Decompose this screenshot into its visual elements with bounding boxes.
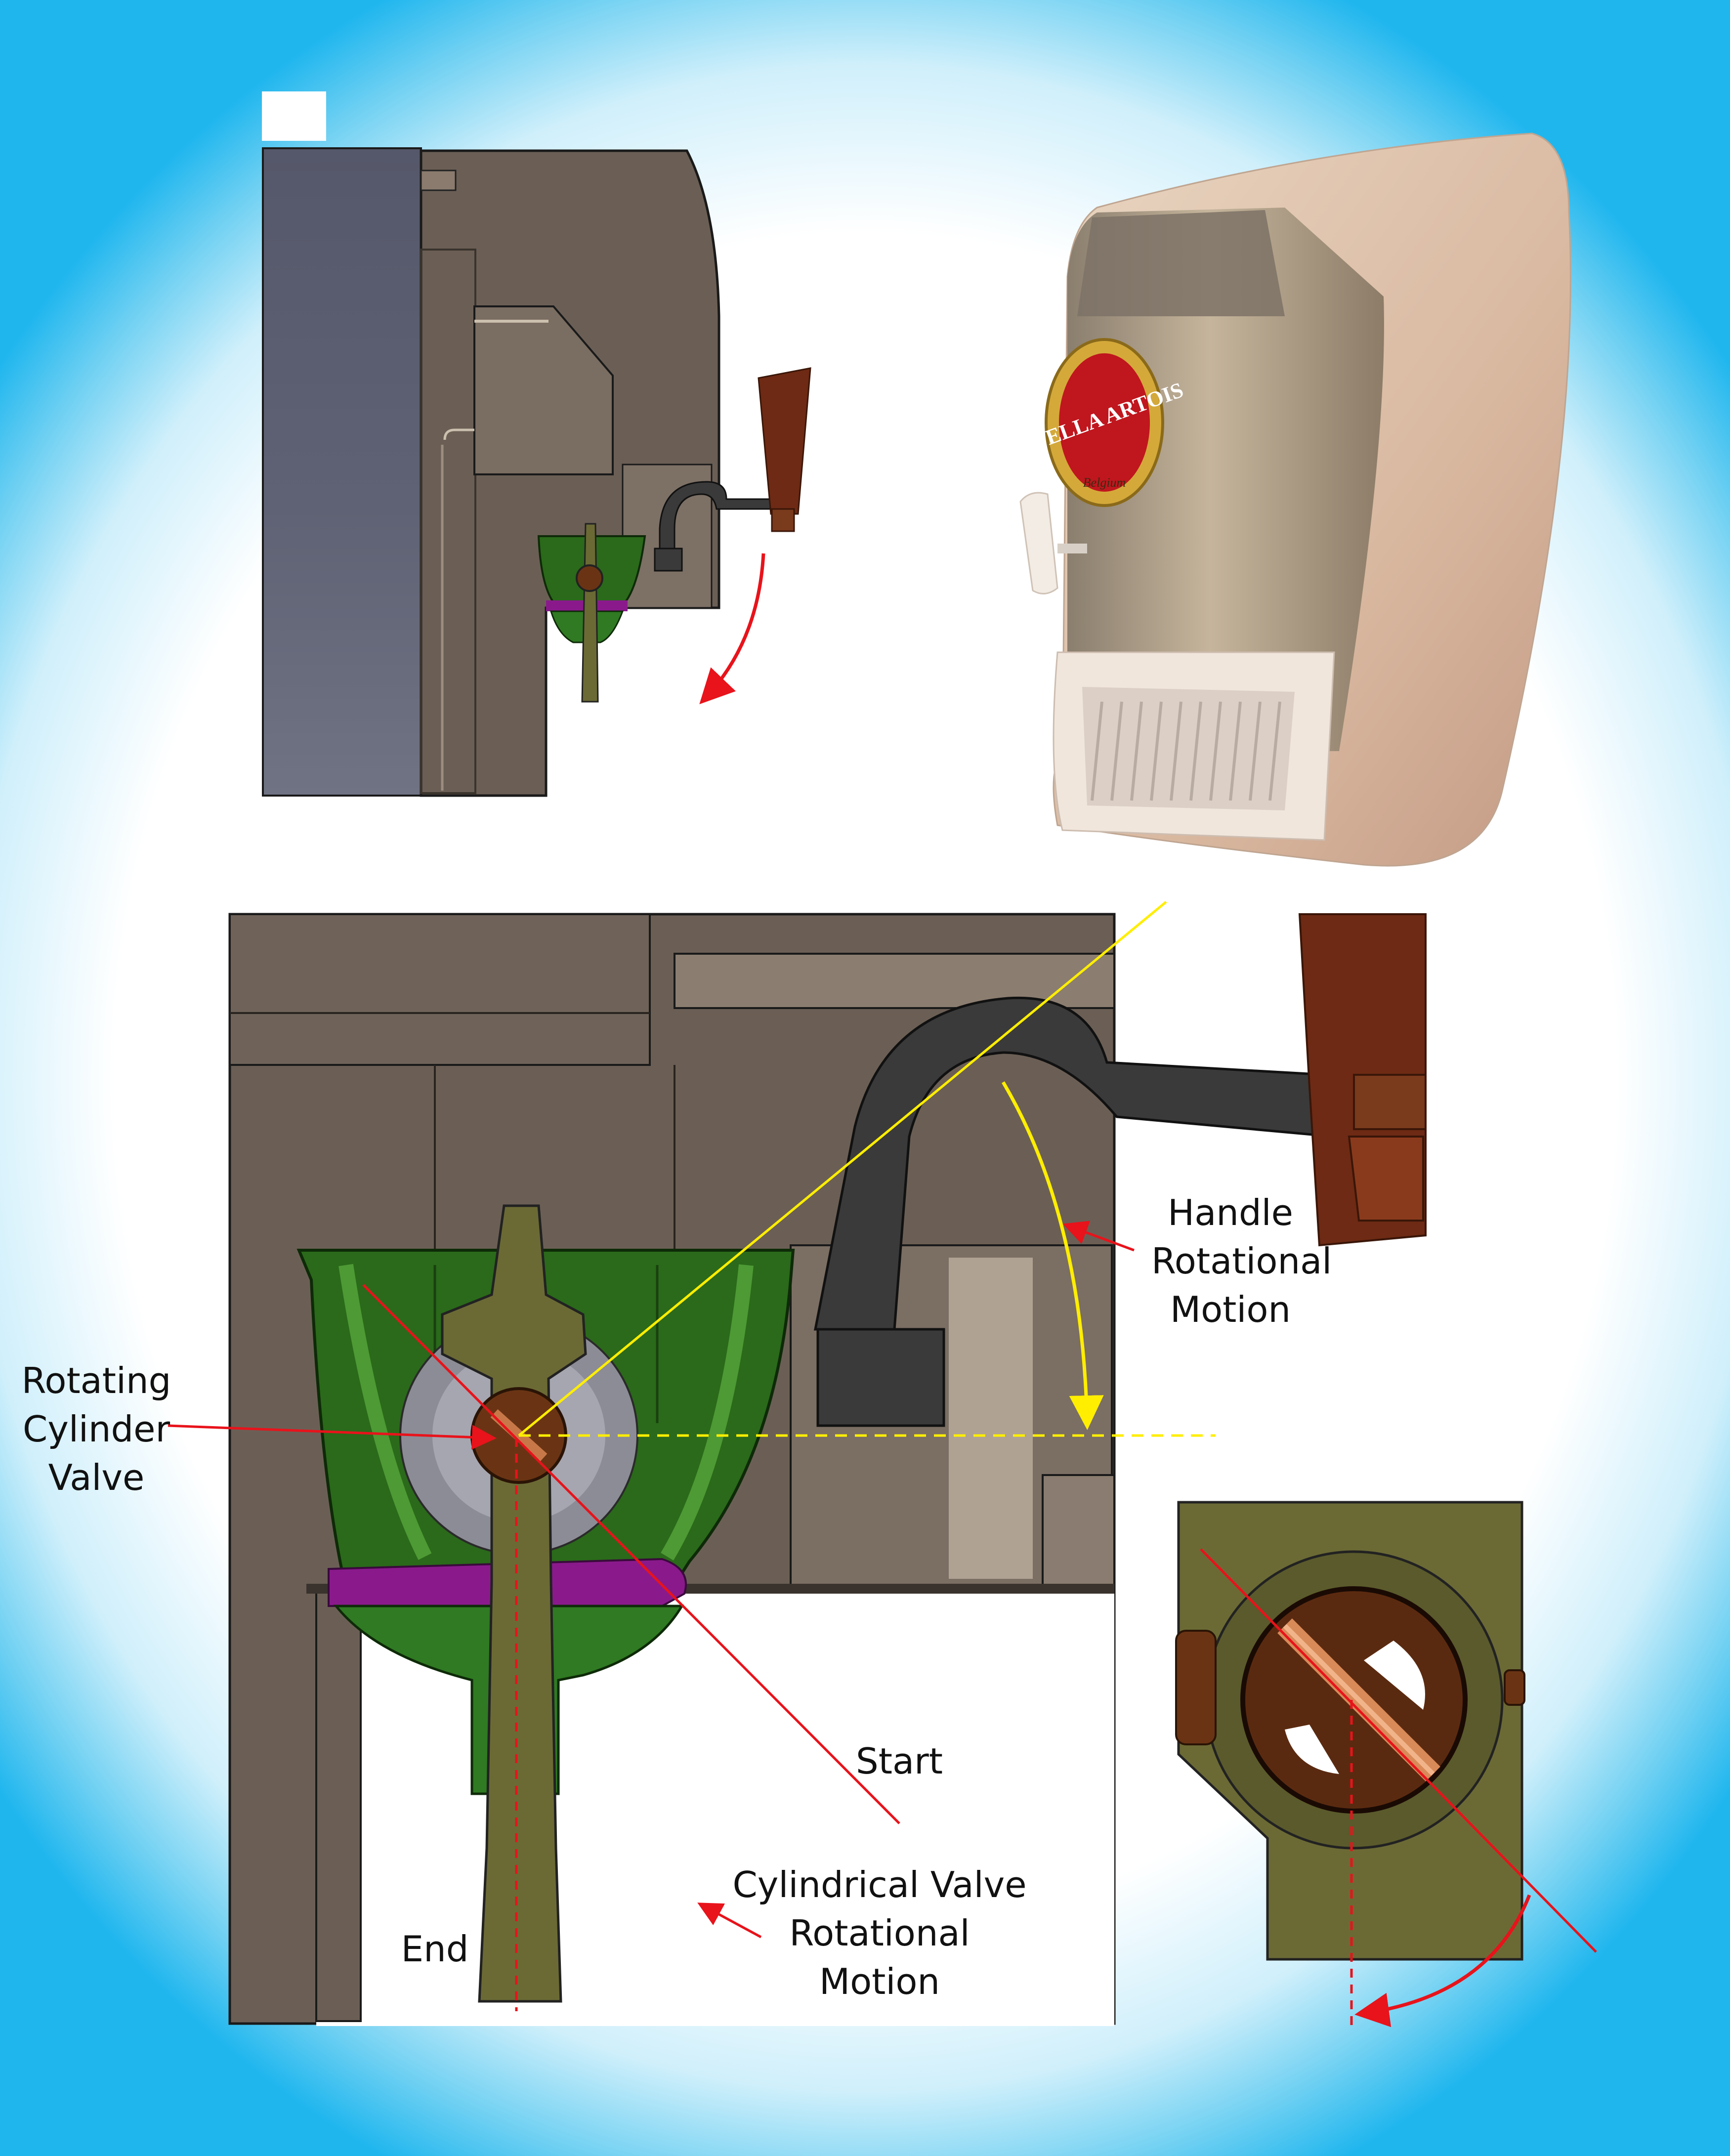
handle-start-line [518,901,1167,1437]
side-section-view [262,91,811,797]
valve-motion-label: Cylindrical Valve Rotational Motion [732,1864,1027,2002]
keg-tank [262,147,422,797]
valve-motion-pointer [697,1902,762,1939]
inset-start-line [1200,1548,1597,1953]
start-line [362,1284,900,1824]
rotating-valve-label: Rotating Cylinder Valve [21,1360,171,1498]
small-handle [758,367,811,515]
valve-spout [441,1204,587,2003]
photo-tap-handle [1019,492,1058,594]
valve-label-pointer [168,1424,497,1450]
small-spout [581,523,599,703]
small-handle-arm [659,481,777,564]
dispenser-photo: STELLA ARTOIS Belgium [1017,132,1571,867]
handle-label-pointer [1062,1221,1135,1252]
cylinder-inset-view [1175,1501,1597,2029]
brand-logo-script: Belgium [1083,475,1126,490]
small-handle-arrow [699,553,765,705]
inset-rotation-arrow [1354,1894,1531,2028]
end-label: End [401,1928,469,1970]
handle-motion-label: Handle Rotational Motion [1151,1192,1332,1330]
detail-section-view [168,901,1427,2026]
start-label: Start [856,1740,943,1782]
handle-arm [813,996,1415,1331]
